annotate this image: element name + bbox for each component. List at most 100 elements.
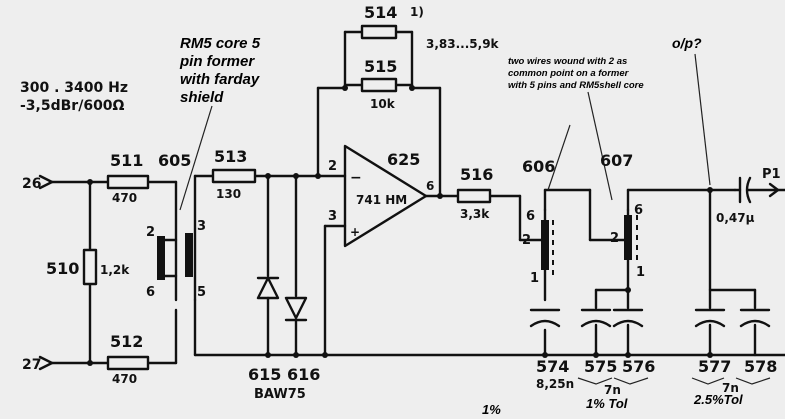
transformer-607-pin-1: 1 bbox=[636, 265, 645, 280]
capacitor-576 bbox=[612, 308, 644, 328]
transformer-606-winding bbox=[541, 220, 549, 270]
resistor-515-ref: 515 bbox=[364, 57, 397, 76]
transformer-607-pin-6: 6 bbox=[634, 203, 643, 218]
capacitor-576-ref: 576 bbox=[622, 357, 655, 376]
junction bbox=[593, 352, 599, 358]
resistor-513-ref: 513 bbox=[214, 147, 247, 166]
resistor-514-value: 3,83...5,9k bbox=[426, 37, 500, 51]
junction bbox=[542, 352, 548, 358]
diode-type: BAW75 bbox=[254, 387, 306, 402]
transformer-607-winding bbox=[624, 215, 632, 260]
brace-577-578-right bbox=[735, 377, 771, 385]
annotation-wires-line1: two wires wound with 2 as bbox=[508, 56, 627, 67]
resistor-514-ref: 514 bbox=[364, 3, 397, 22]
junction bbox=[625, 352, 631, 358]
pointer-output bbox=[694, 53, 711, 186]
annotation-output: o/p? bbox=[672, 35, 702, 51]
annotation-rm5-line3: with farday bbox=[180, 71, 260, 88]
junction bbox=[87, 179, 93, 185]
brace-575-576-left bbox=[577, 377, 613, 385]
annotation-rm5-line2: pin former bbox=[179, 53, 255, 70]
transformer-605-pin-6: 6 bbox=[146, 285, 155, 300]
junction bbox=[87, 360, 93, 366]
resistor-511-value: 470 bbox=[112, 191, 137, 205]
pointer-607 bbox=[587, 91, 613, 201]
junction bbox=[265, 352, 271, 358]
capacitor-574 bbox=[529, 308, 561, 328]
spec-frequency: 300 . 3400 Hz bbox=[20, 80, 128, 96]
annotation-wires-line3: with 5 pins and RM5shell core bbox=[508, 80, 644, 91]
transformer-607-pin-2: 2 bbox=[610, 231, 619, 246]
diode-615 bbox=[256, 276, 280, 300]
junctions bbox=[87, 85, 713, 366]
annotation-wires-line2: common point on a former bbox=[508, 68, 630, 79]
opamp-name: 741 HM bbox=[356, 193, 407, 207]
transformer-606-pin-1: 1 bbox=[530, 271, 539, 286]
resistor-514 bbox=[360, 24, 398, 40]
transformer-606-ref: 606 bbox=[522, 157, 555, 176]
opamp-symbol bbox=[343, 144, 428, 248]
junction bbox=[315, 173, 321, 179]
opamp-pin-6: 6 bbox=[426, 179, 434, 193]
capacitor-574-value: 8,25n bbox=[536, 377, 574, 391]
capacitor-574-ref: 574 bbox=[536, 357, 569, 376]
junction bbox=[342, 85, 348, 91]
resistor-516 bbox=[456, 188, 492, 204]
opamp-plus-sign: + bbox=[350, 225, 360, 239]
junction bbox=[322, 352, 328, 358]
resistor-510-ref: 510 bbox=[46, 259, 79, 278]
opamp-minus-sign: − bbox=[350, 170, 362, 186]
resistor-511 bbox=[106, 174, 150, 190]
junction bbox=[265, 173, 271, 179]
transformer-606-pin-6: 6 bbox=[526, 209, 535, 224]
transformer-605-pin-2: 2 bbox=[146, 225, 155, 240]
opamp-ref: 625 bbox=[387, 150, 420, 169]
resistor-510 bbox=[82, 248, 98, 286]
resistor-514-mark: 1) bbox=[410, 5, 424, 19]
resistor-513-value: 130 bbox=[216, 187, 241, 201]
annotation-rm5-line4: shield bbox=[180, 89, 224, 106]
diode-615-ref: 615 bbox=[248, 365, 281, 384]
junction bbox=[707, 352, 713, 358]
capacitor-577-ref: 577 bbox=[698, 357, 731, 376]
terminal-26-label: 26 bbox=[22, 176, 41, 192]
transformer-605-ref: 605 bbox=[158, 151, 191, 170]
opamp-pin-3: 3 bbox=[328, 209, 337, 224]
diode-615-body bbox=[256, 276, 280, 300]
transformer-607-ref: 607 bbox=[600, 151, 633, 170]
diode-616-body bbox=[284, 296, 308, 320]
junction bbox=[293, 352, 299, 358]
capacitor-575 bbox=[580, 308, 612, 328]
transformer-605-pin-5: 5 bbox=[197, 285, 206, 300]
resistor-513 bbox=[211, 168, 257, 184]
resistor-512-value: 470 bbox=[112, 372, 137, 386]
resistor-516-ref: 516 bbox=[460, 165, 493, 184]
arrow-out-p1 bbox=[768, 182, 780, 198]
terminal-p1-label: P1 bbox=[762, 167, 781, 182]
transformer-606 bbox=[518, 208, 554, 275]
annotation-rm5-line1: RM5 core 5 bbox=[180, 35, 261, 52]
annotation-tol-575: 1% Tol bbox=[586, 396, 628, 411]
resistors bbox=[82, 24, 492, 371]
transformer-606-pin-2: 2 bbox=[522, 233, 531, 248]
capacitor-575-576-value: 7n bbox=[604, 383, 621, 397]
pointer-606 bbox=[547, 124, 571, 191]
capacitor-577-578-value: 7n bbox=[722, 381, 739, 395]
capacitors bbox=[529, 176, 771, 328]
capacitor-output bbox=[733, 176, 752, 204]
capacitor-577 bbox=[694, 308, 726, 328]
pointer-lines bbox=[179, 53, 711, 211]
resistor-516-value: 3,3k bbox=[460, 207, 490, 221]
opamp-pin-2: 2 bbox=[328, 159, 337, 174]
resistor-511-ref: 511 bbox=[110, 151, 143, 170]
resistor-512 bbox=[106, 355, 150, 371]
terminal-27-label: 27 bbox=[22, 357, 41, 373]
transformer-605-primary bbox=[157, 236, 165, 280]
arrow-in-26 bbox=[38, 174, 54, 190]
diode-616 bbox=[284, 296, 308, 322]
resistor-510-value: 1,2k bbox=[100, 263, 130, 277]
diode-616-ref: 616 bbox=[287, 365, 320, 384]
capacitor-578-ref: 578 bbox=[744, 357, 777, 376]
